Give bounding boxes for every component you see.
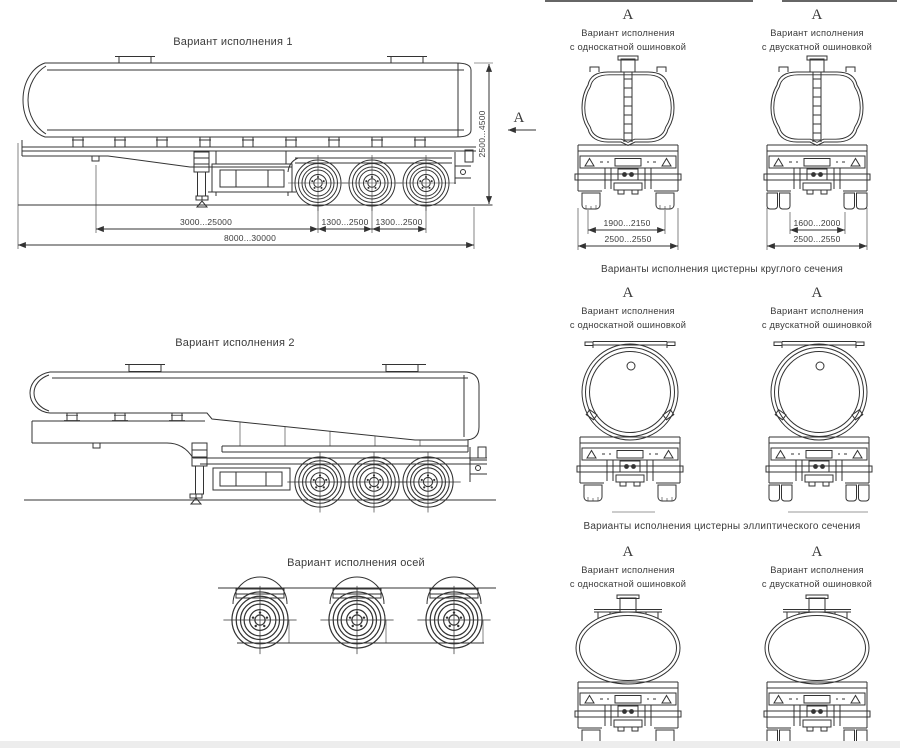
subtitle-line1: Вариант исполнения [581,306,674,316]
axle-wheel-2 [319,576,395,655]
subtitle-line1: Вариант исполнения [770,565,863,575]
subtitle-line2: с двускатной ошиновкой [762,320,872,330]
subtitle-line2: с односкатной ошиновкой [570,579,686,589]
side-view-variant2: Вариант исполнения 2 [24,337,496,514]
axle-wheel-1 [222,576,298,655]
page-bottom-strip [0,741,900,748]
view-label-a: А [811,7,822,23]
variant1-tank [22,56,472,148]
variant1-dimensions: 3000...25000 1300...2500 1300...2500 800… [17,62,493,249]
dim-kingpin-to-first-axle: 3000...25000 [180,217,232,227]
dim-overall-height: 2500...4500 [477,110,487,157]
rear-view-round-dual: А Вариант исполнения с двускатной ошинов… [762,285,872,501]
dim-overall-width: 2500...2550 [604,234,651,244]
subtitle-line1: Вариант исполнения [581,565,674,575]
rear-view-elliptical-dual: А Вариант исполнения с двускатной ошинов… [762,544,872,746]
variant2-title: Вариант исполнения 2 [175,337,294,349]
view-label-a: А [622,7,633,23]
rear-view-suitcase-dual: А Вариант исполнения с двускатной ошинов… [762,7,872,250]
round-section-header: Варианты исполнения цистерны круглого се… [601,264,843,275]
dim-track: 1900...2150 [603,218,650,228]
dim-overall-length: 8000...30000 [224,233,276,243]
subtitle-line2: с односкатной ошиновкой [570,42,686,52]
rear-view-suitcase-single: А Вариант исполнения с односкатной ошино… [570,7,686,250]
dim-axle-spacing-front: 1300...2500 [321,217,368,227]
dimensions: 1600...2000 2500...2550 [766,208,868,250]
view-label-a: А [811,285,822,301]
side-view-axles: Вариант исполнения осей [218,557,496,655]
variant2-frame [31,420,487,505]
variant1-view-arrow: А [508,110,536,134]
rear-section-elliptical: Варианты исполнения цистерны эллиптическ… [570,521,872,746]
variant1-frame [21,140,476,208]
axle-wheel-3 [416,576,492,655]
rear-section-round: Варианты исполнения цистерны круглого се… [570,264,872,501]
view-label-a: А [622,544,633,560]
subtitle-line1: Вариант исполнения [581,28,674,38]
dim-track: 1600...2000 [793,218,840,228]
view-label-a: А [622,285,633,301]
variant2-wheels [286,450,462,514]
subtitle-line2: с двускатной ошиновкой [762,42,872,52]
subtitle-line2: с односкатной ошиновкой [570,320,686,330]
elliptical-section-header: Варианты исполнения цистерны эллиптическ… [584,521,861,532]
view-label-a: А [513,110,524,126]
subtitle-line1: Вариант исполнения [770,28,863,38]
axles-title: Вариант исполнения осей [287,557,425,569]
dim-axle-spacing-rear: 1300...2500 [375,217,422,227]
view-label-a: А [811,544,822,560]
subtitle-line2: с двускатной ошиновкой [762,579,872,589]
variant1-title: Вариант исполнения 1 [173,36,292,48]
side-view-variant1: Вариант исполнения 1 [17,36,536,249]
rear-view-round-single: А Вариант исполнения с односкатной ошино… [570,285,686,501]
subtitle-line1: Вариант исполнения [770,306,863,316]
rear-view-elliptical-single: А Вариант исполнения с односкатной ошино… [570,544,686,746]
variant2-tank [29,364,480,453]
cropped-drawing-fragments-top [545,0,897,513]
dim-overall-width: 2500...2550 [793,234,840,244]
dimensions: 1900...2150 2500...2550 [577,208,679,250]
